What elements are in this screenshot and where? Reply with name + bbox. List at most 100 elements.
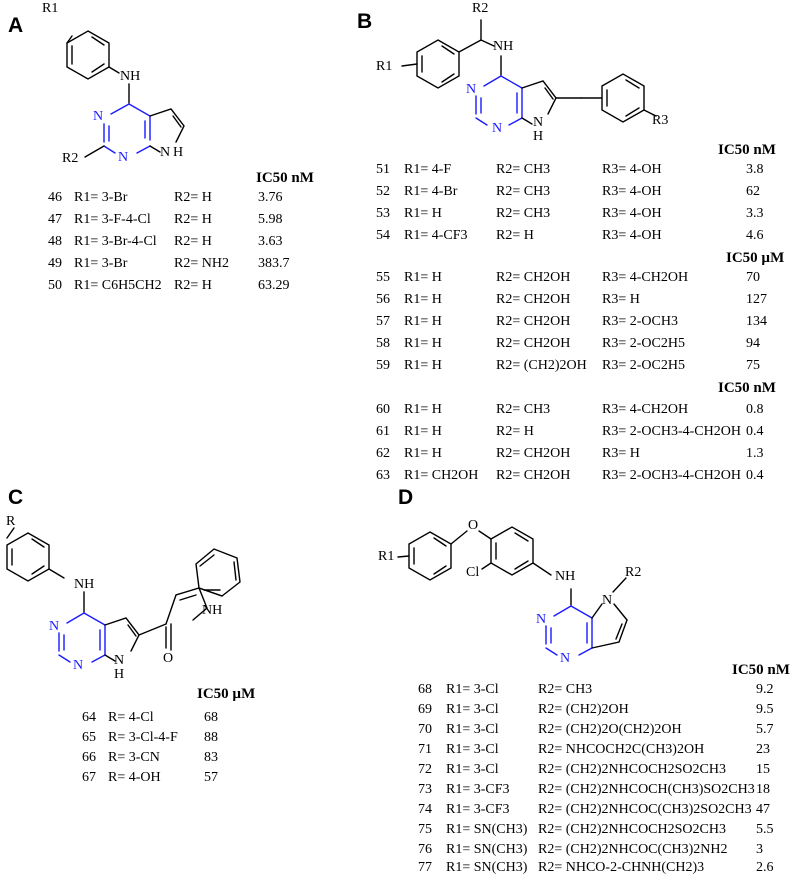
atom-n: N (114, 653, 125, 668)
compound-id: 51 (376, 162, 390, 177)
atom-o: O (163, 651, 174, 666)
compound-id: 60 (376, 402, 390, 417)
ic50-value: 5.7 (756, 722, 774, 737)
atom-h: H (533, 129, 544, 144)
r2-value: R2= (CH2)2NHCOC(CH3)2SO2CH3 (538, 802, 752, 817)
r1-value: R1= H (404, 292, 442, 307)
compound-id: 46 (48, 190, 62, 205)
r3-value: R3= 4-OH (602, 162, 662, 177)
ic50-header: IC50 nM (256, 170, 314, 186)
compound-id: 47 (48, 212, 62, 227)
r3-value: R3= 2-OCH3 (602, 314, 678, 329)
ic50-value: 5.5 (756, 822, 774, 837)
r1-value: R1= 4-Br (404, 184, 458, 199)
r2-value: R2= CH2OH (496, 292, 571, 307)
r2-value: R2= H (174, 190, 212, 205)
r2-value: R2= H (174, 234, 212, 249)
r3-value: R3= 4-OH (602, 228, 662, 243)
atom-nh: NH (120, 69, 141, 84)
compound-id: 63 (376, 468, 390, 483)
atom-n: N (73, 658, 84, 673)
r1-value: R1= H (404, 402, 442, 417)
ic50-value: 9.2 (756, 682, 774, 697)
atom-o: O (468, 518, 479, 533)
ic50-value: 134 (746, 314, 767, 329)
compound-id: 62 (376, 446, 390, 461)
atom-n: N (533, 115, 544, 130)
compound-id: 49 (48, 256, 62, 271)
atom-r1: R1 (378, 549, 395, 564)
atom-r1: R1 (376, 59, 393, 74)
r1-value: R1= SN(CH3) (446, 822, 528, 837)
atom-h: H (173, 145, 184, 160)
panel-label-b: B (357, 10, 373, 33)
r1-value: R1= CH2OH (404, 468, 479, 483)
compound-id: 76 (418, 842, 432, 857)
phenyl-ring-d-right (490, 526, 534, 576)
r2-value: R2= (CH2)2O(CH2)2OH (538, 722, 682, 737)
compound-id: 68 (418, 682, 432, 697)
atom-n: N (492, 121, 503, 136)
ic50-header: IC50 nM (718, 142, 776, 158)
phenyl-ring-d-left (408, 531, 452, 581)
ic50-value: 9.5 (756, 702, 774, 717)
atom-nh: N (160, 145, 171, 160)
r2-value: R2= CH3 (496, 206, 551, 221)
ic50-value: 3 (756, 842, 763, 857)
atom-n: N (560, 651, 571, 666)
r2-value: R2= (CH2)2NHCOCH2SO2CH3 (538, 822, 726, 837)
ic50-value: 0.4 (746, 424, 764, 439)
r2-value: R2= H (174, 212, 212, 227)
ic50-value: 3.76 (258, 190, 283, 205)
ic50-value: 3.8 (746, 162, 764, 177)
r-value: R= 4-OH (108, 770, 161, 785)
atom-nh: NH (493, 39, 514, 54)
r2-value: R2= (CH2)2NHCOCH(CH3)SO2CH3 (538, 782, 755, 797)
compound-id: 54 (376, 228, 390, 243)
phenyl-ring-c (6, 532, 50, 582)
atom-n: N (93, 109, 104, 124)
r2-value: R2= CH2OH (496, 314, 571, 329)
ic50-value: 4.6 (746, 228, 764, 243)
compound-id: 69 (418, 702, 432, 717)
r1-value: R1= H (404, 314, 442, 329)
r1-value: R1= SN(CH3) (446, 842, 528, 857)
r-value: R= 3-Cl-4-F (108, 730, 178, 745)
atom-r1: R1 (42, 1, 59, 16)
ic50-value: 2.6 (756, 860, 774, 875)
atom-nh: NH (74, 577, 95, 592)
r2-value: R2= CH2OH (496, 270, 571, 285)
r3-value: R3= H (602, 446, 640, 461)
r3-value: R3= 2-OCH3-4-CH2OH (602, 424, 741, 439)
r2-value: R2= CH3 (496, 162, 551, 177)
compound-id: 52 (376, 184, 390, 199)
r1-value: R1= 3-Cl (446, 762, 499, 777)
compound-id: 65 (82, 730, 96, 745)
compound-id: 53 (376, 206, 390, 221)
compound-id: 70 (418, 722, 432, 737)
compound-id: 66 (82, 750, 96, 765)
r1-value: R1= 3-Br (74, 256, 128, 271)
r1-value: R1= H (404, 336, 442, 351)
r1-value: R1= H (404, 206, 442, 221)
ic50-header: IC50 nM (732, 662, 790, 678)
compound-id: 75 (418, 822, 432, 837)
r2-value: R2= (CH2)2OH (538, 702, 629, 717)
r2-value: R2= H (496, 424, 534, 439)
r2-value: R2= (CH2)2OH (496, 358, 587, 373)
ic50-value: 18 (756, 782, 770, 797)
compound-id: 72 (418, 762, 432, 777)
r3-value: R3= H (602, 292, 640, 307)
ic50-value: 0.4 (746, 468, 764, 483)
r2-value: R2= NHCO-2-CHNH(CH2)3 (538, 860, 705, 875)
r3-value: R3= 4-OH (602, 206, 662, 221)
ic50-value: 127 (746, 292, 767, 307)
ic50-header: IC50 µM (197, 686, 256, 702)
r2-value: R2= NHCOCH2C(CH3)2OH (538, 742, 705, 757)
r2-value: R2= CH2OH (496, 468, 571, 483)
r2-value: R2= CH3 (538, 682, 593, 697)
ic50-value: 88 (204, 730, 218, 745)
ic50-value: 0.8 (746, 402, 764, 417)
r2-value: R2= CH3 (496, 184, 551, 199)
